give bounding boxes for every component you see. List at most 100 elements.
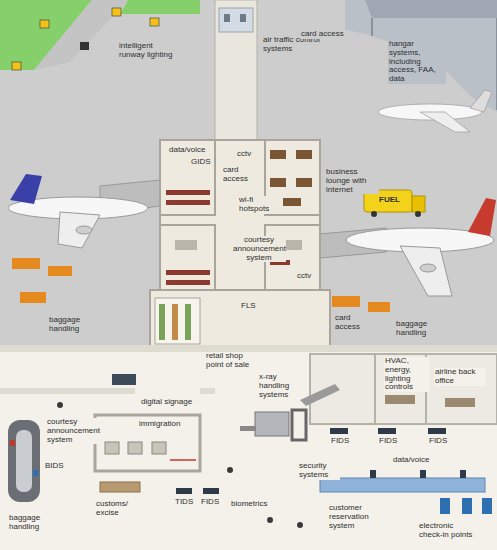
callout-label: digital signage: [140, 398, 193, 407]
callout-label: card access: [334, 314, 366, 332]
hangar-part: [371, 18, 373, 36]
lounge-sofas-part: [270, 178, 286, 187]
hangar-plane-part: [420, 112, 470, 132]
hangar: [345, 0, 497, 112]
callout-label: security systems: [298, 462, 340, 480]
callout-label: customs/ excise: [95, 500, 131, 518]
grass-part: [120, 0, 200, 14]
xray-conveyor-part: [292, 410, 306, 440]
checkin-counter-part: [370, 470, 376, 478]
callout-label: cctv: [296, 272, 312, 281]
waiting-seats: [166, 190, 302, 285]
callout-label: FLS: [240, 302, 257, 311]
back-offices-part: [445, 398, 475, 407]
callout-label: retail shop point of sale: [205, 352, 257, 370]
callout-label: courtesy announcement system: [232, 236, 286, 262]
waiting-seats-part: [166, 200, 210, 205]
lounge-sofas-part: [296, 178, 312, 187]
callout-label: courtesy announcement system: [46, 418, 100, 444]
callout-label: FIDS: [428, 437, 448, 446]
customs-desk-part: [100, 482, 140, 492]
customs-desk: [100, 482, 140, 492]
callout-label: data/voice: [392, 456, 430, 465]
left-plane-part: [76, 226, 92, 234]
checkin-kiosk: [440, 498, 492, 514]
baggage-cart-part: [20, 292, 46, 303]
immigration-area: [95, 415, 200, 471]
concourse: [150, 290, 330, 348]
baggage-cart-part: [48, 266, 72, 276]
terminal-floor-part: [0, 388, 135, 394]
callout-label: GIDS: [190, 158, 212, 167]
baggage-carousel: [8, 420, 40, 502]
runway-light-sign-part: [12, 62, 21, 70]
concourse-part: [159, 304, 165, 340]
control-tower-corridor-part: [219, 8, 253, 32]
right-plane-part: [400, 246, 452, 296]
pier: [160, 140, 320, 292]
callout-label: biometrics: [230, 500, 268, 509]
pier-part: [160, 140, 320, 292]
lounge-sofas-part: [296, 150, 312, 159]
baggage-cart-part: [332, 296, 360, 307]
callout-label: intelligent runway lighting: [118, 42, 180, 60]
immigration-area-part: [152, 442, 166, 454]
hangar-plane-part: [470, 90, 492, 112]
fuel-truck-part: [412, 196, 425, 212]
lounge-sofas-part: [283, 198, 301, 206]
baggage-cart-part: [368, 302, 390, 312]
left-plane: [8, 174, 148, 248]
callout-label: card access: [300, 30, 345, 39]
immigration-area-part: [105, 442, 119, 454]
fids-screen-part: [378, 428, 396, 434]
fids-screen-part: [428, 428, 446, 434]
callout-label: FIDS: [330, 437, 350, 446]
callout-label: business lounge with internet: [325, 168, 379, 194]
checkin-counter-part: [320, 478, 485, 492]
terminal-floor-part: [0, 345, 497, 550]
fids-screen-part: [203, 488, 219, 494]
checkin-counter-part: [460, 470, 466, 478]
xray-conveyor-part: [255, 412, 289, 436]
immigration-area-part: [128, 442, 142, 454]
callout-label: electronic check-in points: [418, 522, 478, 540]
callout-label: FUEL: [378, 196, 401, 205]
baggage-carousel-part: [10, 440, 15, 446]
control-tower-corridor-part: [215, 0, 257, 142]
fids-screen-part: [330, 428, 348, 434]
callout-label: airline back office: [434, 368, 486, 386]
callout-label: wi-fi hotspots: [238, 196, 266, 214]
waiting-seats-part: [166, 190, 210, 195]
callout-label: customer reservation system: [328, 504, 385, 530]
terminal-floor: [0, 345, 497, 550]
callout-label: data/voice: [168, 146, 206, 155]
right-plane-part: [420, 264, 436, 272]
pier-part: [160, 225, 215, 290]
pier-part: [265, 140, 320, 215]
callout-label: baggage handling: [395, 320, 437, 338]
concourse-part: [150, 290, 330, 348]
hangar-part: [496, 18, 497, 110]
control-tower-corridor-part: [224, 14, 230, 22]
control-tower-corridor: [215, 0, 257, 142]
checkin-counter-part: [420, 470, 426, 478]
baggage-carousel-part: [16, 430, 32, 492]
callout-label: baggage handling: [8, 514, 50, 532]
baggage-carousel-part: [8, 420, 40, 502]
hangar-plane: [378, 90, 492, 132]
passenger-part: [297, 522, 303, 528]
passenger: [57, 247, 303, 528]
waiting-seats-part: [166, 270, 210, 275]
lounge-sofas: [270, 150, 312, 206]
fids-screen-part: [176, 488, 192, 494]
left-plane-part: [10, 174, 42, 204]
callout-label: FIDS: [378, 437, 398, 446]
runway-light-sign-part: [150, 18, 159, 26]
waiting-seats-part: [166, 280, 210, 285]
immigration-area-part: [95, 415, 200, 471]
terminal-floor-part: [200, 388, 215, 394]
callout-label: x-ray handling systems: [258, 373, 302, 399]
back-offices-part: [374, 354, 376, 424]
